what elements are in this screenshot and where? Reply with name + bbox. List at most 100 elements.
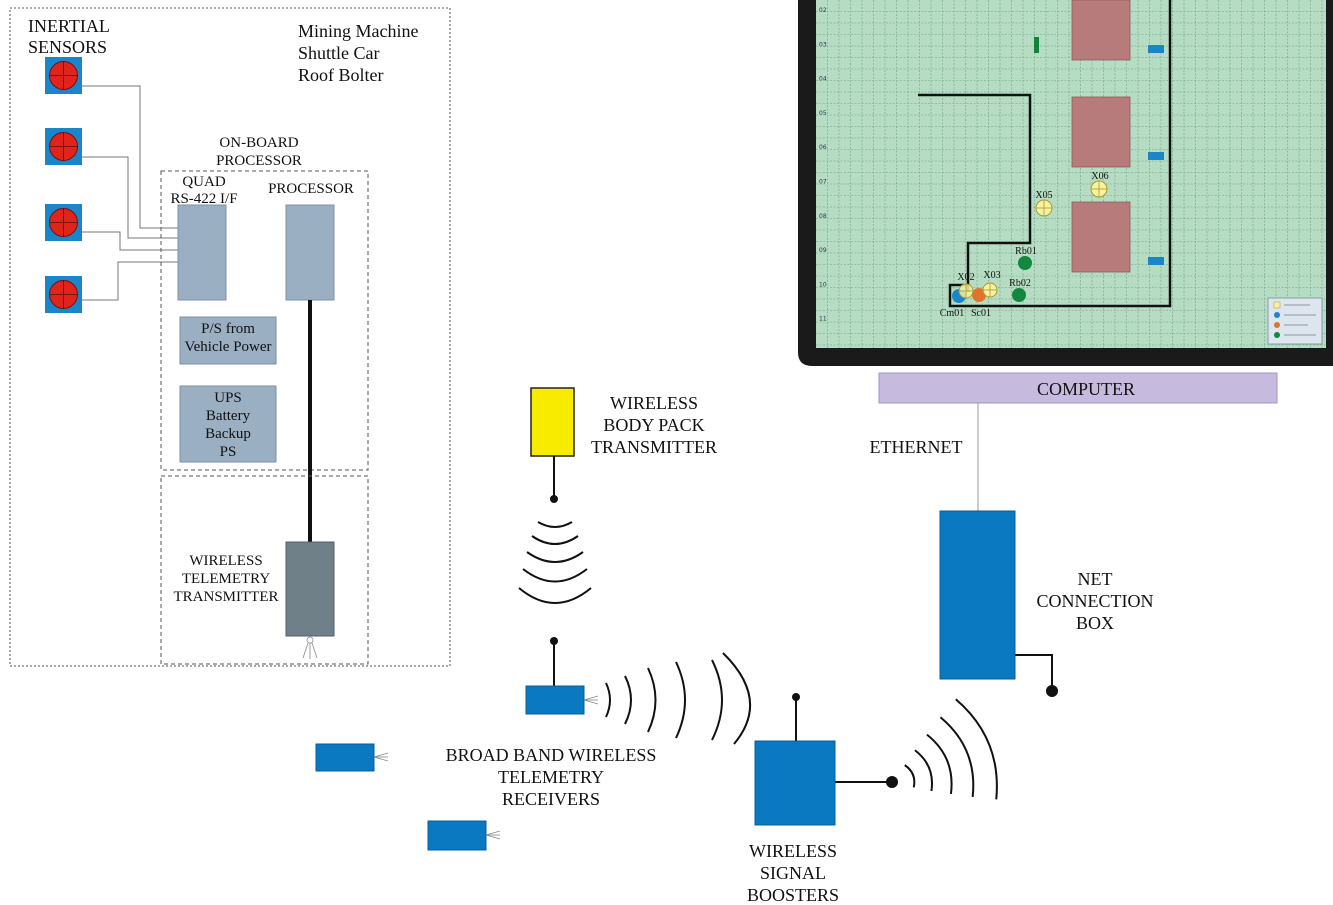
ups-module xyxy=(179,385,277,463)
map-marker-sc01 xyxy=(972,288,986,302)
body-pack-transmitter xyxy=(530,387,575,457)
receiver-1-connector-icon xyxy=(583,695,599,705)
mine-map-screen xyxy=(816,0,1326,348)
body-pack-label-line1: WIRELESS xyxy=(610,393,698,413)
telemetry-receiver-3 xyxy=(427,820,487,851)
inertial-sensors-label-line1: INERTIAL xyxy=(28,16,110,36)
wireless-telemetry-transmitter-line1: WIRELESS xyxy=(189,553,262,569)
machine-type-line2: Shuttle Car xyxy=(298,43,380,63)
map-row-number: 08 xyxy=(819,213,827,220)
mine-map-grid xyxy=(816,0,1326,348)
receiver-1-antenna-tip xyxy=(550,637,558,645)
broadband-receivers-line3: RECEIVERS xyxy=(502,789,600,809)
signal-boosters-line1: WIRELESS xyxy=(749,841,837,861)
receiver-3-connector-icon xyxy=(485,830,501,840)
map-marker-x02-label: X02 xyxy=(957,272,974,283)
mine-pillar-1 xyxy=(1071,0,1131,61)
signal-boosters-line2: SIGNAL xyxy=(760,863,826,883)
sensor-wiring xyxy=(82,85,178,301)
monitor xyxy=(798,0,1333,366)
net-connection-box-line3: BOX xyxy=(1076,613,1114,633)
map-green-marker xyxy=(1034,37,1039,53)
map-row-number: 02 xyxy=(819,7,827,14)
receiver-signal-waves xyxy=(605,652,752,745)
wireless-signal-booster xyxy=(754,740,836,826)
map-tag-2 xyxy=(1148,152,1164,160)
power-supply-line2: Vehicle Power xyxy=(184,339,271,355)
map-marker-x05-label: X05 xyxy=(1035,190,1052,201)
mine-pillar-3 xyxy=(1071,201,1131,273)
inertial-sensors-label-line2: SENSORS xyxy=(28,37,107,57)
ups-line1: UPS xyxy=(214,390,242,406)
body-pack-antenna-tip xyxy=(550,495,558,503)
receiver-2-connector-icon xyxy=(373,752,389,762)
onboard-processor-label-line1: ON-BOARD xyxy=(219,135,298,151)
body-pack-label-line3: TRANSMITTER xyxy=(591,437,717,457)
booster-antenna-tip xyxy=(792,693,800,701)
inertial-sensor-4 xyxy=(45,276,82,313)
ups-line4: PS xyxy=(220,444,237,460)
map-marker-cm01-label: Cm01 xyxy=(940,308,964,319)
power-supply-module xyxy=(179,316,277,365)
onboard-processor-box xyxy=(160,170,369,471)
map-tag-3 xyxy=(1148,257,1164,265)
map-legend xyxy=(1267,297,1323,345)
power-supply-line1: P/S from xyxy=(201,321,255,337)
wireless-telemetry-transmitter xyxy=(285,541,335,637)
telemetry-receiver-2 xyxy=(315,743,375,772)
map-marker-rb01-label: Rb01 xyxy=(1015,246,1037,257)
booster-signal-waves xyxy=(904,698,998,800)
vehicle-enclosure xyxy=(9,7,451,667)
map-marker-x06 xyxy=(1090,180,1108,198)
transmitter-enclosure xyxy=(160,475,369,665)
machine-type-line1: Mining Machine xyxy=(298,21,418,41)
map-marker-sc01-label: Sc01 xyxy=(971,308,991,319)
broadband-receivers-line1: BROAD BAND WIRELESS xyxy=(446,745,657,765)
map-row-number: 07 xyxy=(819,179,827,186)
map-marker-x03-label: X03 xyxy=(983,270,1000,281)
net-connection-box xyxy=(939,510,1016,680)
map-marker-x05 xyxy=(1035,199,1053,217)
onboard-processor-label-line2: PROCESSOR xyxy=(216,153,302,169)
transmitter-antenna-icon xyxy=(302,636,318,659)
quad-rs422-module xyxy=(177,204,227,301)
quad-label-line2: RS-422 I/F xyxy=(170,191,237,207)
map-marker-x03 xyxy=(982,282,998,298)
map-marker-x02 xyxy=(958,283,974,299)
computer-box xyxy=(878,372,1278,404)
body-pack-signal-waves xyxy=(518,521,592,604)
signal-boosters-line3: BOOSTERS xyxy=(747,885,839,905)
wireless-telemetry-transmitter-line2: TELEMETRY xyxy=(182,571,270,587)
map-row-number: 09 xyxy=(819,247,827,254)
map-row-number: 03 xyxy=(819,41,827,48)
mine-map-paths xyxy=(918,0,1172,308)
quad-label-line1: QUAD xyxy=(182,174,225,190)
map-row-number: 11 xyxy=(819,316,827,323)
net-box-connector-dot xyxy=(1046,685,1058,697)
processor-module xyxy=(285,204,335,301)
net-connection-box-line1: NET xyxy=(1078,569,1113,589)
processor-label: PROCESSOR xyxy=(268,181,354,197)
map-row-number: 10 xyxy=(819,281,827,288)
ups-line2: Battery xyxy=(206,408,251,424)
net-box-connector xyxy=(1015,654,1053,690)
machine-type-line3: Roof Bolter xyxy=(298,65,384,85)
map-marker-rb01 xyxy=(1018,256,1032,270)
map-marker-rb02 xyxy=(1012,288,1026,302)
ups-line3: Backup xyxy=(205,426,251,442)
map-row-number: 05 xyxy=(819,110,827,117)
inertial-sensor-1 xyxy=(45,57,82,94)
inertial-sensor-3 xyxy=(45,204,82,241)
map-marker-x06-label: X06 xyxy=(1091,171,1108,182)
map-row-number: 04 xyxy=(819,76,827,83)
mine-pillar-2 xyxy=(1071,96,1131,168)
map-marker-rb02-label: Rb02 xyxy=(1009,278,1031,289)
map-tag-1 xyxy=(1148,45,1164,53)
ethernet-label: ETHERNET xyxy=(870,437,963,457)
wireless-telemetry-transmitter-line3: TRANSMITTER xyxy=(174,589,279,605)
computer-label: COMPUTER xyxy=(1037,379,1135,399)
broadband-receivers-line2: TELEMETRY xyxy=(498,767,604,787)
booster-connector-dot xyxy=(886,776,898,788)
